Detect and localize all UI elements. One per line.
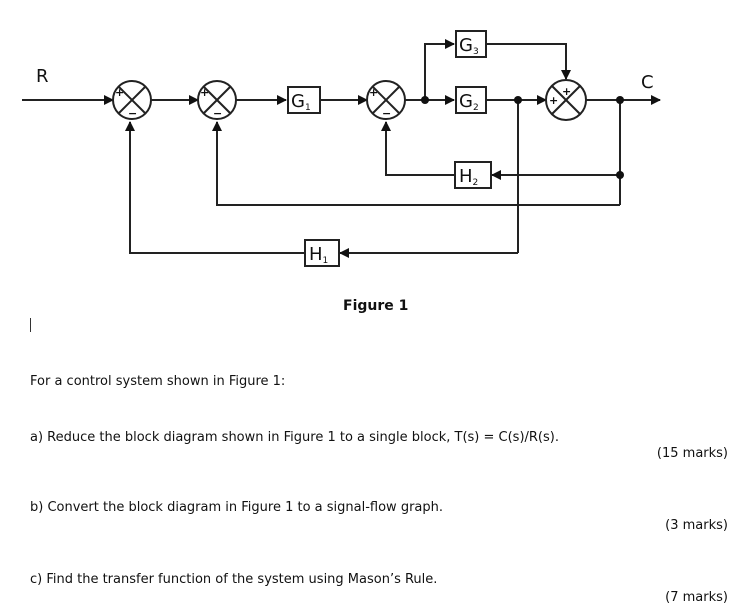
question-c-marks: (7 marks) [665, 590, 728, 605]
summing-junction-2: + − [197, 80, 237, 120]
question-a-text: a) Reduce the block diagram shown in Fig… [30, 430, 559, 445]
wire-h1-to-s1 [125, 121, 305, 254]
wire-node-to-g3 [424, 39, 455, 100]
svg-text:−: − [128, 107, 137, 120]
svg-text:+: + [562, 85, 571, 98]
branch-node-output [616, 96, 624, 104]
svg-text:G3: G3 [459, 35, 479, 57]
block-g3: G3 [455, 30, 487, 58]
wire-h2-to-s3 [381, 121, 455, 176]
summing-junction-4: + + [545, 79, 587, 121]
question-b-marks: (3 marks) [665, 518, 728, 533]
svg-text:−: − [213, 107, 222, 120]
summing-junction-1: + − [112, 80, 152, 120]
question-a-marks: (15 marks) [656, 446, 728, 461]
branch-node-g2-input [421, 96, 429, 104]
svg-text:−: − [382, 107, 391, 120]
wire-unity-feedback [212, 121, 620, 206]
svg-text:G1: G1 [291, 91, 311, 113]
svg-text:G2: G2 [459, 91, 479, 113]
branch-node-g2-output [514, 96, 522, 104]
block-diagram: + − + − + − + + G1 G2 G3 H2 [22, 30, 661, 267]
question-intro: For a control system shown in Figure 1: [30, 374, 286, 389]
block-g2: G2 [455, 86, 487, 114]
block-g1: G1 [287, 86, 321, 114]
svg-text:+: + [115, 86, 124, 99]
text-cursor [30, 318, 31, 332]
block-h1: H1 [304, 239, 340, 267]
svg-text:H1: H1 [309, 244, 328, 266]
svg-text:+: + [200, 86, 209, 99]
svg-text:H2: H2 [459, 166, 478, 188]
branch-node-h2 [616, 171, 624, 179]
svg-text:+: + [549, 94, 558, 107]
input-label: R [36, 66, 49, 87]
figure-caption: Figure 1 [343, 298, 409, 314]
svg-text:+: + [369, 86, 378, 99]
question-c-text: c) Find the transfer function of the sys… [30, 572, 438, 587]
output-label: C [641, 72, 654, 93]
question-b-text: b) Convert the block diagram in Figure 1… [30, 500, 444, 515]
wire-g3-to-s4 [486, 43, 571, 80]
block-h2: H2 [454, 161, 492, 189]
summing-junction-3: + − [366, 80, 406, 120]
